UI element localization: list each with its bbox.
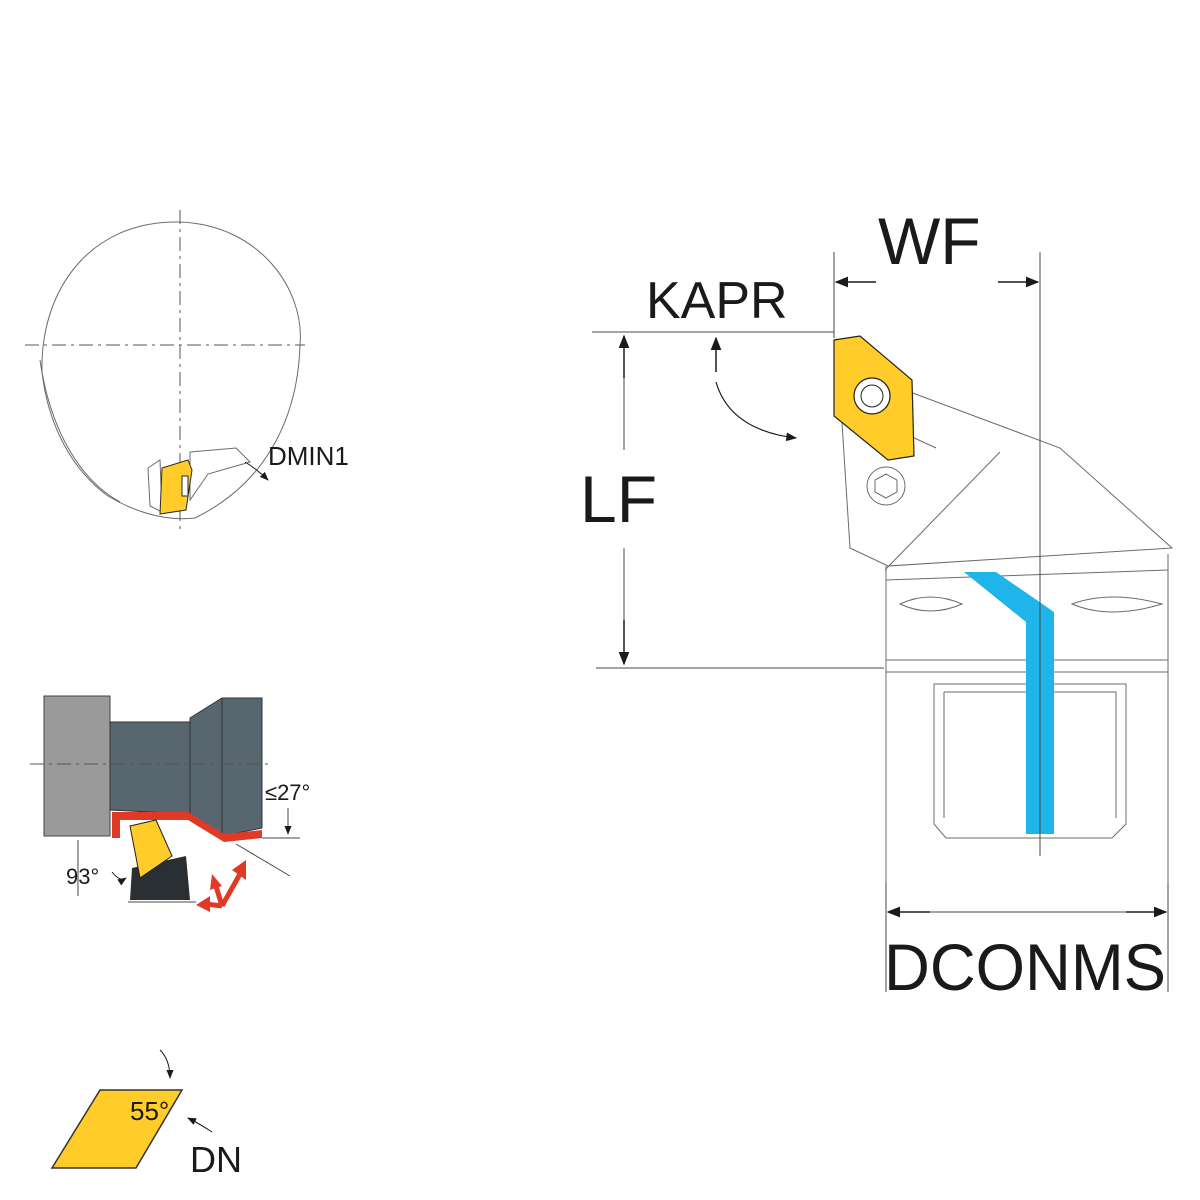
coupling-slot-left [898, 596, 964, 612]
insert-thickness-pointer [159, 1049, 174, 1079]
workpiece-chuck [43, 695, 111, 837]
insert-hole [853, 377, 891, 415]
mini-insert-hole [181, 475, 189, 497]
wf-label: WF [878, 204, 981, 278]
bore-outline-inner [39, 359, 121, 503]
approach-angle-label: 93° [66, 864, 99, 889]
application-insert [129, 819, 173, 879]
kapr-arc [715, 381, 798, 442]
mini-insert [159, 459, 193, 515]
insert-rhombus [50, 1089, 184, 1169]
machined-profile [112, 812, 262, 842]
dmin1-label: DMIN1 [268, 441, 349, 471]
max-angle-label: ≤27° [265, 780, 310, 805]
approach-angle-pointer [111, 871, 127, 886]
lower-shank-inner [943, 691, 1117, 818]
kapr-label: KAPR [646, 272, 788, 330]
clamp-screw-hex [874, 473, 898, 499]
dmin1-pointer [244, 461, 269, 481]
main-tool-drawing: WF KAPR LF DCONMS [580, 204, 1174, 1004]
angle-ref-line-2 [235, 843, 291, 877]
dn-label: DN [190, 1139, 242, 1180]
lower-shank [933, 683, 1127, 839]
mini-holder [189, 447, 251, 502]
bore-view: DMIN1 [25, 210, 349, 530]
dconms-label: DCONMS [884, 930, 1166, 1004]
clamp-screw [866, 466, 906, 506]
coolant-channel [964, 572, 1054, 834]
bore-outline [41, 221, 301, 520]
application-view: ≤27° 93° [30, 695, 310, 912]
mini-holder-back [147, 459, 163, 513]
insert-shape-view: 55° DN [50, 1049, 242, 1180]
lf-label: LF [580, 462, 657, 536]
insert-angle-label: 55° [130, 1096, 169, 1126]
coupling-slot-right [1070, 596, 1164, 613]
dn-pointer [187, 1117, 213, 1133]
insert-hole-inner [860, 384, 884, 408]
feed-direction-arrows [196, 860, 246, 912]
